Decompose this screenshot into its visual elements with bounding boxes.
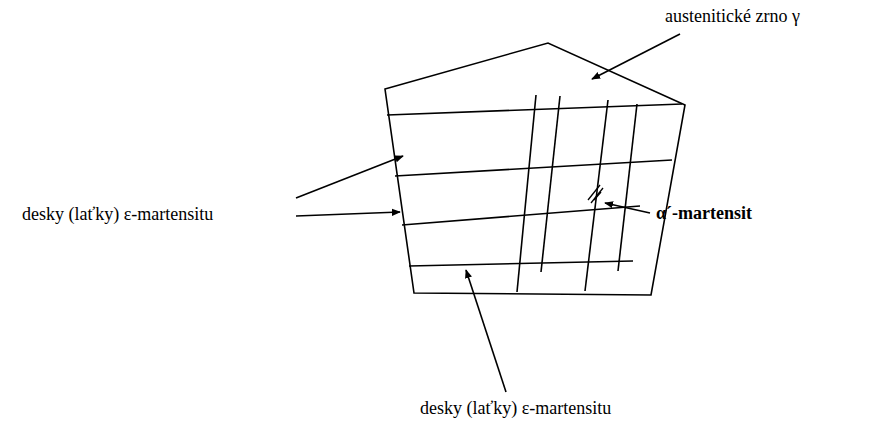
alpha-martensite-mark: [588, 185, 603, 203]
grain-outline: [385, 43, 685, 295]
epsilon-plate-label: desky (laťky) ε-martensitu: [22, 204, 213, 226]
epsilon-plates-vertical: [517, 95, 637, 292]
epsilon-plates-horizontal: [387, 104, 682, 266]
leader-arrows: [296, 34, 680, 392]
alpha-martensite-label: α´-martensit: [656, 203, 752, 225]
grain-label: austenitické zrno γ: [665, 6, 800, 28]
epsilon-plate-label: desky (laťky) ε-martensitu: [420, 398, 611, 420]
